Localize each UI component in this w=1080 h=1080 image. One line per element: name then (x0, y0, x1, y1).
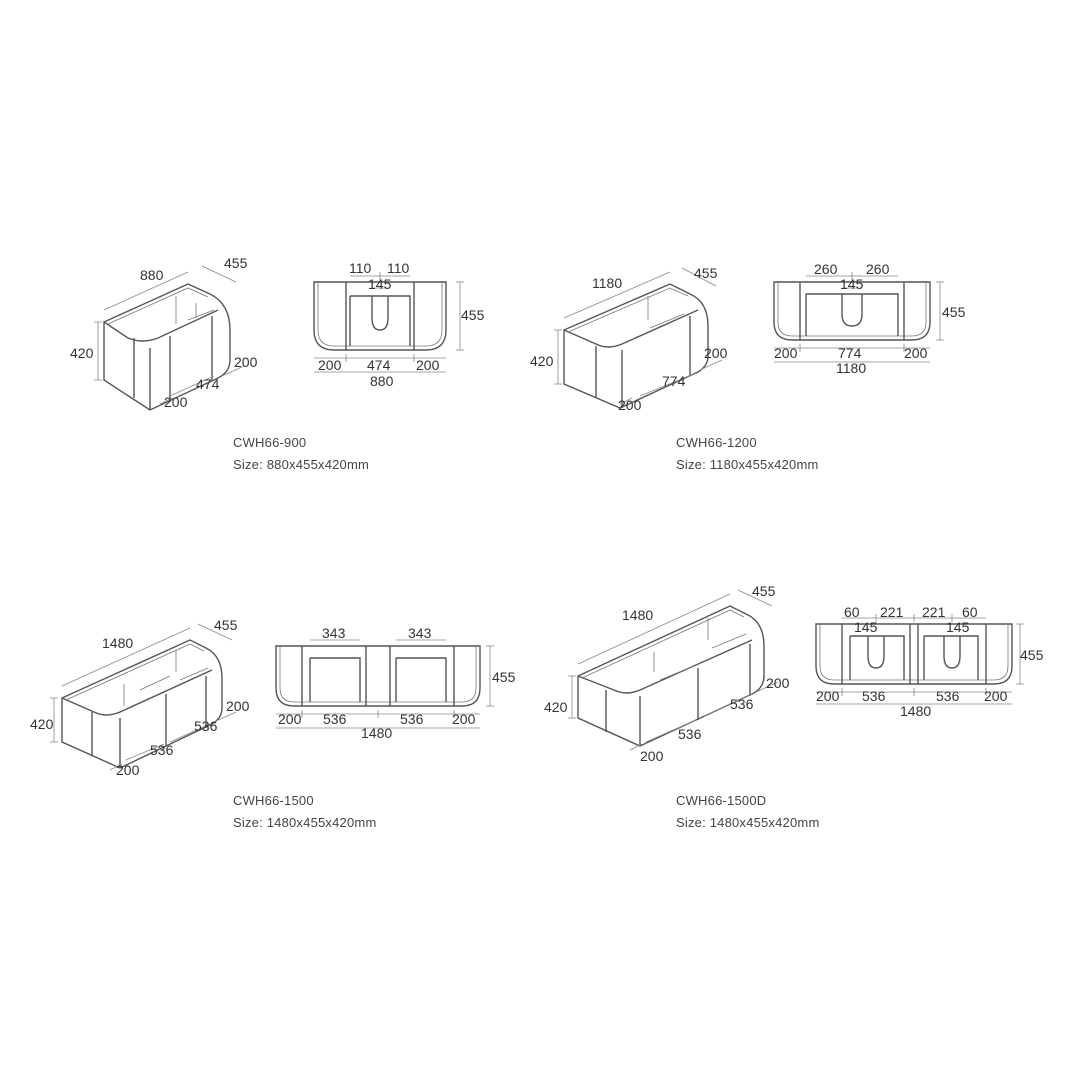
front-drawing-cwh66-1500d: 60 221 221 60 145 145 455 200 536 536 20… (815, 604, 1044, 719)
dim-side-right: 200 (226, 698, 250, 714)
dim-bottom-4: 200 (984, 688, 1008, 704)
dim-side-left: 200 (618, 397, 642, 413)
dim-height: 420 (530, 353, 554, 369)
dim-depth: 455 (461, 307, 485, 323)
dim-top-3: 221 (922, 604, 946, 620)
dim-side-left: 200 (164, 394, 188, 410)
dim-center-right: 536 (730, 696, 754, 712)
dim-bottom-2: 536 (862, 688, 886, 704)
dim-total: 1180 (836, 360, 866, 376)
iso-drawing-cwh66-1200: 1180 455 420 200 774 200 (530, 265, 728, 413)
dim-height: 420 (544, 699, 568, 715)
dim-side-left: 200 (640, 748, 664, 764)
dim-bottom-right: 200 (904, 345, 928, 361)
front-drawing-cwh66-1500: 343 343 455 200 536 536 200 1480 (275, 625, 516, 741)
dim-side-right: 200 (234, 354, 258, 370)
dim-width: 1480 (102, 635, 133, 651)
dim-side-right: 200 (766, 675, 790, 691)
dim-bottom-2: 536 (323, 711, 347, 727)
dim-height: 420 (30, 716, 54, 732)
dim-top-left: 110 (349, 260, 372, 276)
front-drawing-cwh66-900: 110 110 145 455 200 474 200 880 (313, 260, 485, 389)
dim-top-left: 343 (322, 625, 346, 641)
dim-top-left: 260 (814, 261, 838, 277)
dim-total: 1480 (361, 725, 392, 741)
dim-depth: 455 (224, 255, 248, 271)
dim-cutout: 145 (840, 276, 864, 292)
dim-total: 880 (370, 373, 394, 389)
dim-cutout: 145 (368, 276, 392, 292)
model-size: Size: 1180x455x420mm (676, 457, 819, 472)
dim-top-2: 221 (880, 604, 904, 620)
dim-cutout-left: 145 (854, 619, 878, 635)
dim-total: 1480 (900, 703, 931, 719)
dim-depth: 455 (752, 583, 776, 599)
dim-bottom-left: 200 (318, 357, 342, 373)
dim-bottom-4: 200 (452, 711, 476, 727)
dim-bottom-1: 200 (816, 688, 840, 704)
dim-bottom-3: 536 (400, 711, 424, 727)
front-drawing-cwh66-1200: 260 260 145 455 200 774 200 1180 (773, 261, 966, 376)
dim-center-right: 536 (194, 718, 218, 734)
dim-bottom-right: 200 (416, 357, 440, 373)
dim-depth: 455 (1020, 647, 1044, 663)
dim-cutout-right: 145 (946, 619, 970, 635)
model-size: Size: 880x455x420mm (233, 457, 370, 472)
dim-center-left: 536 (678, 726, 702, 742)
model-name: CWH66-1200 (676, 435, 757, 450)
model-name: CWH66-1500D (676, 793, 767, 808)
model-size: Size: 1480x455x420mm (676, 815, 820, 830)
model-name: CWH66-1500 (233, 793, 314, 808)
iso-drawing-cwh66-1500d: 1480 455 420 200 536 536 200 (544, 583, 790, 764)
dim-depth: 455 (214, 617, 238, 633)
dim-side-left: 200 (116, 762, 140, 778)
dim-top-right: 110 (387, 260, 410, 276)
model-size: Size: 1480x455x420mm (233, 815, 377, 830)
iso-drawing-cwh66-1500: 1480 455 420 200 536 536 200 (30, 617, 250, 778)
dim-bottom-1: 200 (278, 711, 302, 727)
dim-width: 1180 (592, 275, 622, 291)
dim-bottom-center: 474 (367, 357, 391, 373)
dim-bottom-left: 200 (774, 345, 798, 361)
dim-center: 774 (662, 373, 686, 389)
dim-top-right: 343 (408, 625, 432, 641)
dim-top-right: 260 (866, 261, 890, 277)
dim-width: 880 (140, 267, 164, 283)
dim-width: 1480 (622, 607, 653, 623)
dim-top-4: 60 (962, 604, 978, 620)
dim-height: 420 (70, 345, 94, 361)
dim-bottom-center: 774 (838, 345, 862, 361)
dim-depth: 455 (694, 265, 718, 281)
dim-top-1: 60 (844, 604, 860, 620)
iso-drawing-cwh66-900: 880 455 420 200 474 200 (70, 255, 258, 411)
dim-depth: 455 (492, 669, 516, 685)
dim-bottom-3: 536 (936, 688, 960, 704)
model-name: CWH66-900 (233, 435, 307, 450)
dim-center: 474 (196, 376, 220, 392)
dim-depth: 455 (942, 304, 966, 320)
dim-side-right: 200 (704, 345, 728, 361)
dim-center-left: 536 (150, 742, 174, 758)
